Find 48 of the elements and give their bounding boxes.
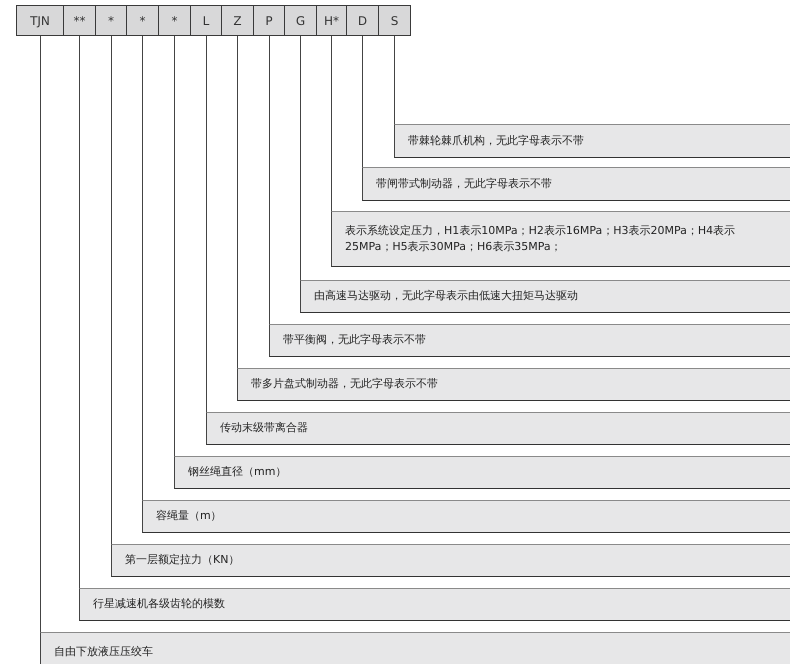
description-bar xyxy=(394,124,790,158)
connector-line xyxy=(300,36,301,280)
description-text: 带棘轮棘爪机构，无此字母表示不带 xyxy=(408,132,584,149)
code-cell: * xyxy=(158,5,191,36)
description-text: 容绳量（m） xyxy=(156,508,222,524)
connector-line xyxy=(142,36,143,500)
connector-line xyxy=(394,36,395,124)
code-cell: * xyxy=(126,5,159,36)
connector-line xyxy=(206,36,207,412)
description-bar xyxy=(79,588,790,621)
code-cell: * xyxy=(95,5,127,36)
description-bar xyxy=(206,412,790,445)
code-cell: ** xyxy=(63,5,96,36)
connector-line xyxy=(237,36,238,368)
connector-line xyxy=(331,36,332,212)
description-bar xyxy=(300,280,790,313)
connector-line xyxy=(79,36,80,588)
description-text: 第一层额定拉力（KN） xyxy=(125,552,240,568)
description-bar xyxy=(331,211,790,267)
connector-line xyxy=(40,36,41,632)
connector-line xyxy=(174,36,175,456)
description-bar xyxy=(111,544,790,577)
code-cell: Z xyxy=(221,5,254,36)
description-bar xyxy=(174,456,790,489)
code-cell: G xyxy=(284,5,317,36)
description-text: 带闸带式制动器，无此字母表示不带 xyxy=(376,176,552,192)
description-text: 带多片盘式制动器，无此字母表示不带 xyxy=(251,376,438,392)
code-cell: H* xyxy=(316,5,347,36)
description-bar xyxy=(40,632,790,664)
description-text: 传动末级带离合器 xyxy=(220,420,308,436)
code-cell: TJN xyxy=(16,5,64,36)
description-text: 自由下放液压压绞车 xyxy=(54,644,153,660)
description-bar xyxy=(237,368,790,401)
code-cell: P xyxy=(253,5,285,36)
description-text: 行星减速机各级齿轮的模数 xyxy=(93,596,225,612)
description-text: 钢丝绳直径（mm） xyxy=(188,464,286,480)
description-text: 表示系统设定压力，H1表示10MPa；H2表示16MPa；H3表示20MPa；H4表示25MPa；H5表示30MPa；H6表示35MPa； xyxy=(345,222,736,255)
code-cell: S xyxy=(378,5,411,36)
description-bar xyxy=(269,324,790,357)
connector-line xyxy=(269,36,270,324)
code-cell: D xyxy=(346,5,379,36)
connector-line xyxy=(362,36,363,168)
connector-line xyxy=(111,36,112,544)
code-cell: L xyxy=(190,5,222,36)
description-text: 带平衡阀，无此字母表示不带 xyxy=(283,332,426,348)
description-bar xyxy=(142,500,790,533)
description-bar xyxy=(362,167,790,201)
description-text: 由高速马达驱动，无此字母表示由低速大扭矩马达驱动 xyxy=(314,288,578,304)
